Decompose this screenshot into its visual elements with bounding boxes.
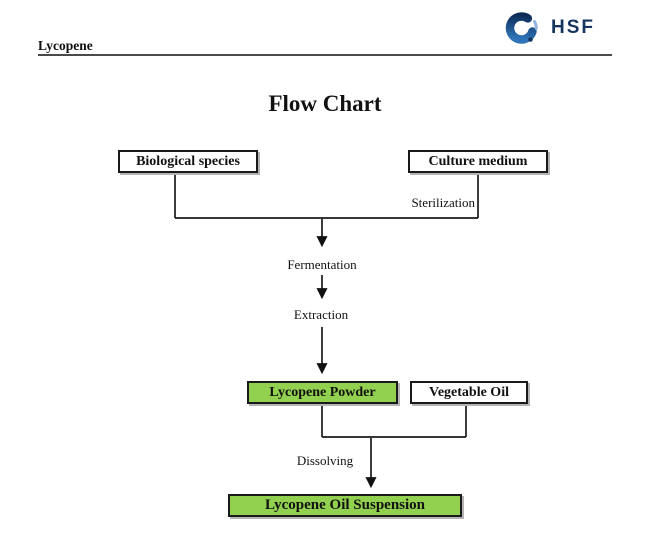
node-biological-species: Biological species bbox=[118, 150, 258, 173]
node-vegetable-oil: Vegetable Oil bbox=[410, 381, 528, 404]
node-label: Vegetable Oil bbox=[429, 384, 509, 400]
step-label-fermentation: Fermentation bbox=[287, 257, 357, 272]
node-culture-medium: Culture medium bbox=[408, 150, 548, 173]
node-lycopene-powder: Lycopene Powder bbox=[247, 381, 398, 404]
node-label: Lycopene Oil Suspension bbox=[264, 497, 426, 513]
step-label-dissolving: Dissolving bbox=[296, 453, 354, 468]
hsf-logo: HSF bbox=[505, 10, 595, 46]
hsf-logo-icon bbox=[505, 12, 538, 44]
flowchart-title: Flow Chart bbox=[268, 91, 382, 116]
header-divider bbox=[38, 54, 612, 56]
hsf-logo-text: HSF bbox=[551, 17, 595, 38]
connector-bottom-bracket bbox=[321, 405, 467, 438]
step-label-extraction: Extraction bbox=[293, 307, 349, 322]
step-label-sterilization: Sterilization bbox=[411, 195, 475, 210]
document-title: Lycopene bbox=[38, 38, 93, 53]
node-label: Biological species bbox=[136, 153, 240, 169]
node-label: Lycopene Powder bbox=[269, 384, 376, 400]
node-lycopene-oil-suspension: Lycopene Oil Suspension bbox=[228, 494, 462, 517]
node-label: Culture medium bbox=[428, 153, 528, 169]
